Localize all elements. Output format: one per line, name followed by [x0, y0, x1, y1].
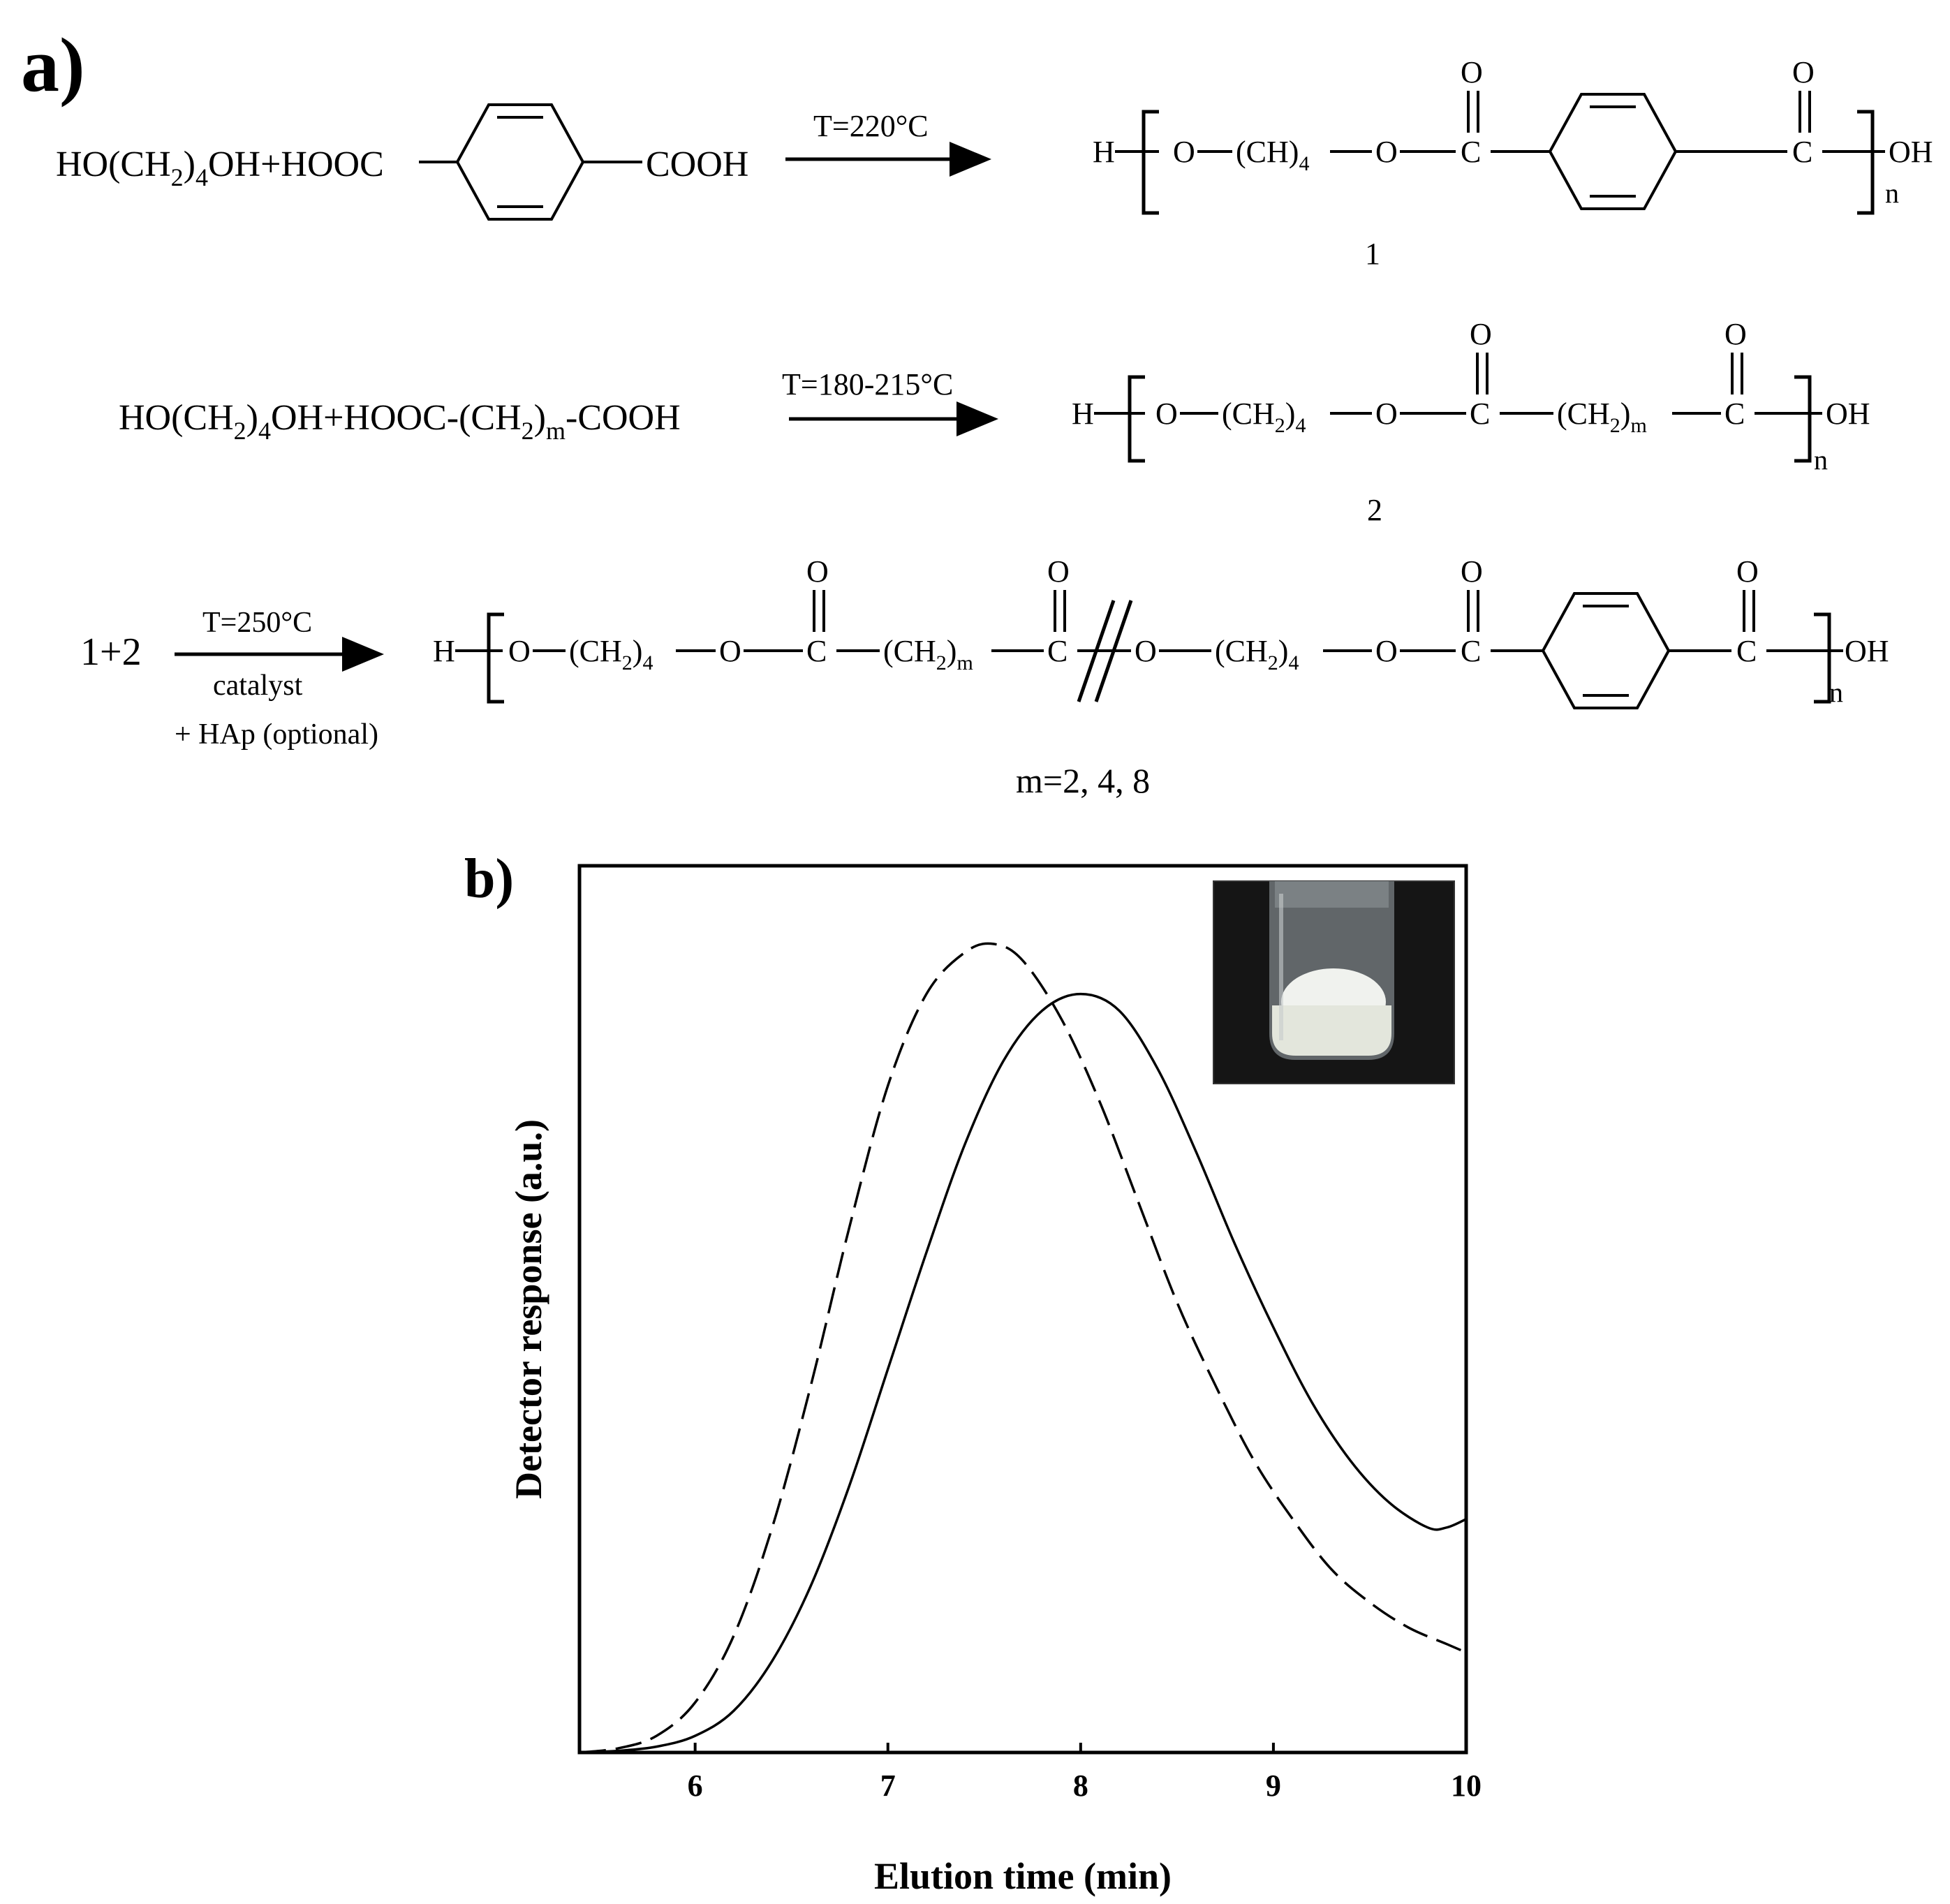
reaction-1: HO(CH2)4OH+HOOC COOH T=220°C H O (CH)4 O… [56, 55, 1933, 271]
reaction-3: 1+2 T=250°C catalyst + HAp (optional) H … [80, 554, 1889, 800]
x-axis-ticks: 6 7 8 9 10 [688, 1743, 1482, 1803]
svg-text:n: n [1814, 444, 1828, 475]
svg-text:C: C [1724, 397, 1745, 431]
panel-a-label: a) [21, 22, 85, 108]
svg-text:n: n [1829, 677, 1843, 708]
svg-text:(CH2)m: (CH2)m [1557, 397, 1647, 437]
svg-text:C: C [1736, 634, 1757, 668]
reaction-1-reactants: HO(CH2)4OH+HOOC [56, 145, 384, 191]
m-values: m=2, 4, 8 [1016, 761, 1150, 800]
reaction-1-condition: T=220°C [813, 109, 929, 143]
svg-text:H: H [1093, 135, 1115, 169]
svg-text:O: O [1461, 554, 1483, 589]
svg-text:C: C [1792, 135, 1812, 169]
svg-text:O: O [1173, 135, 1195, 169]
svg-text:C: C [1470, 397, 1490, 431]
inset-photo [1213, 880, 1455, 1084]
series-dashed-line [579, 942, 1467, 1754]
svg-text:OH: OH [1826, 397, 1870, 431]
svg-text:C: C [806, 634, 827, 668]
reaction-2-condition: T=180-215°C [782, 367, 953, 401]
svg-text:C: C [1461, 634, 1481, 668]
svg-text:C: C [1461, 135, 1481, 169]
svg-text:n: n [1885, 177, 1899, 209]
reaction-3-catalyst: catalyst [213, 670, 303, 702]
svg-text:O: O [1736, 554, 1759, 589]
svg-text:O: O [1470, 317, 1492, 351]
svg-text:O: O [1375, 135, 1398, 169]
panel-b-label: b) [464, 848, 514, 910]
plot-frame [577, 864, 1468, 1755]
svg-text:C: C [1047, 634, 1068, 668]
svg-text:O: O [1792, 55, 1815, 89]
benzene-ring-1 [419, 103, 642, 221]
svg-text:O: O [1375, 397, 1398, 431]
reaction-3-additive: + HAp (optional) [175, 718, 378, 751]
reaction-3-condition: T=250°C [202, 607, 312, 639]
svg-text:(CH2)4: (CH2)4 [569, 634, 653, 674]
product-1-number: 1 [1365, 237, 1380, 271]
svg-text:O: O [1047, 554, 1070, 589]
reaction-3-reactants: 1+2 [80, 630, 142, 674]
svg-text:(CH2)4: (CH2)4 [1215, 634, 1299, 674]
svg-text:OH: OH [1845, 634, 1889, 668]
svg-text:OH: OH [1889, 135, 1933, 169]
product-1-structure: H O (CH)4 O C O C O [1093, 55, 1933, 215]
series-solid-line [579, 992, 1467, 1754]
product-2-structure: H O (CH2)4 O C O (CH2)m C O OH n [1072, 317, 1870, 475]
x-tick-label: 8 [1073, 1769, 1088, 1803]
svg-text:O: O [1135, 634, 1157, 668]
svg-text:O: O [1375, 634, 1398, 668]
svg-text:H: H [1072, 397, 1094, 431]
reaction-1-cooh: COOH [646, 145, 748, 184]
svg-text:(CH2)m: (CH2)m [883, 634, 973, 674]
series-layer [579, 942, 1467, 1754]
x-tick-label: 10 [1451, 1769, 1482, 1803]
reaction-2-reactants: HO(CH2)4OH+HOOC-(CH2)m-COOH [119, 398, 681, 445]
svg-text:(CH)4: (CH)4 [1236, 135, 1309, 175]
reaction-2: HO(CH2)4OH+HOOC-(CH2)m-COOH T=180-215°C … [119, 317, 1870, 527]
svg-text:O: O [719, 634, 741, 668]
svg-text:O: O [806, 554, 829, 589]
x-tick-label: 6 [688, 1769, 703, 1803]
x-tick-label: 9 [1266, 1769, 1281, 1803]
product-2-number: 2 [1367, 493, 1382, 527]
y-axis-label: Detector response (a.u.) [508, 1119, 549, 1499]
x-tick-label: 7 [880, 1769, 896, 1803]
svg-text:H: H [433, 634, 455, 668]
svg-text:O: O [1155, 397, 1178, 431]
svg-text:O: O [1724, 317, 1747, 351]
svg-text:O: O [508, 634, 531, 668]
copolymer-structure: H O (CH2)4 O C O (CH2)m C O O (CH2) [433, 554, 1889, 709]
x-axis-label: Elution time (min) [874, 1855, 1172, 1897]
svg-text:O: O [1461, 55, 1483, 89]
reaction-scheme: a) HO(CH2)4OH+HOOC COOH T=220°C H O (CH)… [21, 22, 1933, 800]
svg-text:(CH2)4: (CH2)4 [1222, 397, 1306, 437]
